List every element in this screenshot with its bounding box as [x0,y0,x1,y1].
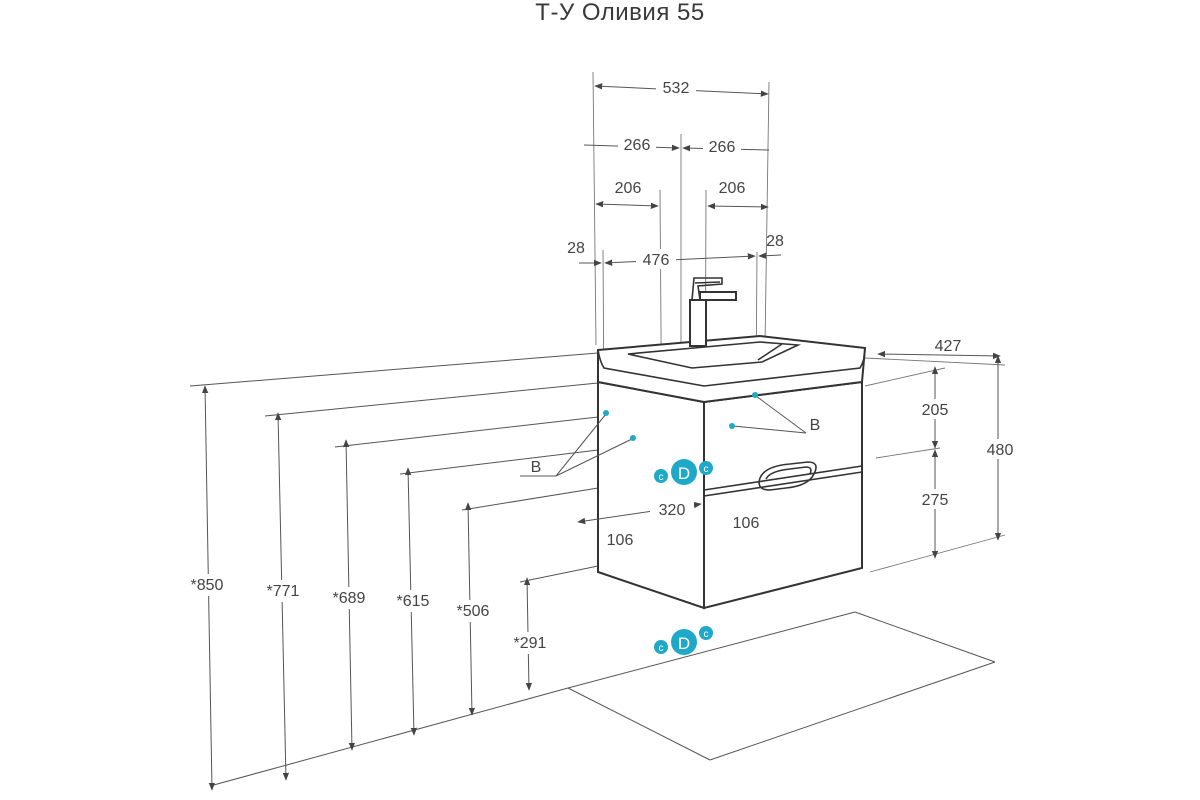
dim-427-label: 427 [935,338,962,355]
mount-point-left-1 [603,410,609,416]
svg-text:c: c [704,629,709,640]
faucet [689,277,737,347]
dim-266-right-label: 266 [709,139,736,156]
mount-point-right-2 [729,423,735,429]
svg-text:c: c [704,464,709,475]
basin-bowl [627,341,802,369]
height-850-label: *850 [191,577,224,594]
drain-marker-floor: c D c [654,626,713,655]
svg-text:c: c [659,472,664,483]
drain-floor-point [671,629,697,655]
height-771-label: *771 [267,583,300,600]
height-guide-lines [189,352,661,583]
b-label-right: B [810,417,821,434]
dim-275-label: 275 [922,492,949,509]
svg-text:D: D [678,464,690,483]
dim-266-left-label: 266 [624,137,651,154]
drain-marker-wall: c D c [654,459,713,485]
b-label-left: B [531,459,542,476]
cold-water-floor-point [654,640,668,654]
svg-text:c: c [659,643,664,654]
mounting-points: B B [520,392,821,477]
dim-320-label: 320 [659,502,686,519]
dim-480-label: 480 [987,442,1014,459]
floor-plane [209,611,996,787]
dim-28-left-label: 28 [567,240,585,257]
dim-532-label: 532 [663,80,690,97]
svg-text:D: D [678,634,690,653]
dim-206-right-label: 206 [719,180,746,197]
dim-206-left-label: 206 [615,180,642,197]
side-dimensions: 427 480 205 275 [864,338,1020,573]
height-689-label: *689 [333,590,366,607]
pipe-dimensions: 320 106 106 [577,500,760,549]
mount-point-right-1 [752,392,758,398]
drawer-divider [703,465,863,491]
basin-top [597,334,867,404]
drawer-handle [758,461,817,491]
dim-106-left-label: 106 [607,532,634,549]
cold-water-point [654,469,668,483]
cabinet [597,277,867,610]
dim-205-label: 205 [922,402,949,419]
height-506-label: *506 [457,603,490,620]
height-615-label: *615 [397,593,430,610]
drain-point [671,459,697,485]
cabinet-left-face [597,380,705,610]
diagram-title: Т-У Оливия 55 [535,0,704,26]
height-291-label: *291 [514,635,547,652]
height-dimensions: *850 *771 *689 *615 *506 *291 [182,385,555,791]
dim-28-right-label: 28 [766,233,784,250]
dim-106-right-label: 106 [733,515,760,532]
mount-point-left-2 [630,435,636,441]
hot-water-point [699,461,713,475]
hot-water-floor-point [699,626,713,640]
dim-476-label: 476 [643,252,670,269]
